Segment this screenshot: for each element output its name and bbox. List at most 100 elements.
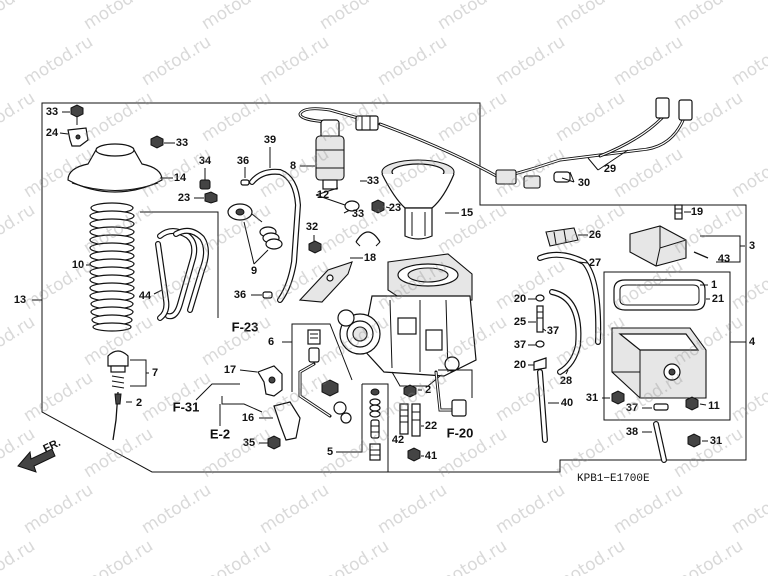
callout-15: 15 bbox=[461, 207, 473, 219]
sensor-8 bbox=[298, 107, 502, 190]
callout-25: 25 bbox=[514, 316, 526, 328]
choke-valve-3 bbox=[629, 225, 745, 267]
callout-36: 36 bbox=[234, 289, 246, 301]
wire-connector-f20 bbox=[434, 369, 473, 417]
callout-12: 12 bbox=[317, 189, 329, 201]
callout-34: 34 bbox=[199, 155, 212, 167]
part-34 bbox=[199, 168, 211, 190]
callout-17: 17 bbox=[224, 364, 236, 376]
callout-14: 14 bbox=[174, 172, 187, 184]
callout-13: 13 bbox=[14, 294, 26, 306]
callout-31: 31 bbox=[710, 435, 722, 447]
reference-f23: F-23 bbox=[232, 320, 259, 335]
callout-5: 5 bbox=[327, 446, 333, 458]
callout-6: 6 bbox=[268, 336, 274, 348]
bolt-33-cap bbox=[150, 135, 175, 149]
callout-20: 20 bbox=[514, 293, 526, 305]
reference-f20: F-20 bbox=[447, 426, 474, 441]
callout-37: 37 bbox=[547, 325, 559, 337]
throttle-cable-parts bbox=[298, 329, 352, 424]
callout-29: 29 bbox=[604, 163, 616, 175]
hose-40 bbox=[537, 369, 559, 443]
jet-needle-2 bbox=[112, 391, 132, 441]
callout-23: 23 bbox=[178, 192, 190, 204]
part-16 bbox=[221, 396, 301, 441]
screw-32 bbox=[308, 235, 322, 254]
callout-19: 19 bbox=[691, 206, 703, 218]
small-parts-33-23 bbox=[343, 180, 391, 214]
callout-2: 2 bbox=[425, 384, 431, 396]
pin-36-top bbox=[240, 167, 250, 186]
callout-7: 7 bbox=[152, 367, 158, 379]
callout-18: 18 bbox=[364, 252, 376, 264]
wiring-harness-29 bbox=[480, 97, 693, 206]
callout-35: 35 bbox=[243, 437, 255, 449]
callout-3: 3 bbox=[749, 240, 755, 252]
diagram-frame bbox=[32, 102, 747, 473]
callout-30: 30 bbox=[578, 177, 590, 189]
choke-part-9 bbox=[227, 203, 283, 265]
reference-f31: F-31 bbox=[173, 400, 200, 415]
clip-26 bbox=[545, 227, 588, 247]
callout-38: 38 bbox=[626, 426, 638, 438]
small-parts-20-25-37 bbox=[528, 294, 547, 371]
screw-35 bbox=[259, 435, 281, 450]
diaphragm-15 bbox=[381, 159, 459, 240]
callout-43: 43 bbox=[718, 253, 730, 265]
callout-37: 37 bbox=[514, 339, 526, 351]
carburetor-body bbox=[337, 253, 477, 387]
callout-33: 33 bbox=[352, 208, 364, 220]
bracket-12 bbox=[315, 187, 346, 206]
group-5-small-parts bbox=[336, 383, 389, 472]
callout-11: 11 bbox=[708, 400, 720, 412]
callout-27: 27 bbox=[589, 257, 601, 269]
callout-9: 9 bbox=[251, 265, 257, 277]
hose-44 bbox=[153, 227, 209, 321]
callout-24: 24 bbox=[46, 127, 59, 139]
callout-37: 37 bbox=[626, 402, 638, 414]
reference-e2: E-2 bbox=[210, 427, 230, 442]
callout-21: 21 bbox=[712, 293, 724, 305]
callout-40: 40 bbox=[561, 397, 573, 409]
bracket-18 bbox=[298, 257, 363, 303]
bracket-24 bbox=[59, 127, 89, 147]
group-f23-bracket bbox=[140, 211, 219, 318]
part-23-left bbox=[194, 191, 218, 204]
callout-44: 44 bbox=[139, 290, 152, 302]
bolt-33-top bbox=[62, 104, 84, 125]
spring-10 bbox=[86, 202, 135, 332]
callout-1: 1 bbox=[711, 279, 717, 291]
callout-36: 36 bbox=[237, 155, 249, 167]
callout-labels: 33 24 33 14 34 23 36 39 8 12 33 33 23 15… bbox=[14, 106, 756, 485]
callout-4: 4 bbox=[749, 336, 756, 348]
float-bowl-4 bbox=[611, 327, 707, 399]
needle-holder-7 bbox=[107, 350, 149, 389]
callout-32: 32 bbox=[306, 221, 318, 233]
callout-42: 42 bbox=[392, 434, 404, 446]
gasket-21 bbox=[613, 279, 710, 311]
callout-33: 33 bbox=[367, 175, 379, 187]
group-6-bracket bbox=[282, 323, 353, 392]
callout-16: 16 bbox=[242, 412, 254, 424]
ref-arrows-left bbox=[195, 383, 240, 426]
screw-19 bbox=[674, 204, 691, 220]
hose-27 bbox=[537, 251, 602, 345]
clip-part bbox=[355, 231, 381, 247]
hose-28 bbox=[549, 289, 582, 375]
elbow-17 bbox=[239, 365, 283, 397]
pin-36-mid bbox=[251, 291, 273, 299]
hose-39 bbox=[249, 147, 302, 303]
callout-28: 28 bbox=[560, 375, 572, 387]
float-bowl-group-box bbox=[603, 271, 731, 421]
callout-33: 33 bbox=[176, 137, 188, 149]
diagram-code: KPB1−E1700E bbox=[577, 473, 650, 485]
jet-parts-2-42-22-41 bbox=[399, 384, 424, 462]
callout-22: 22 bbox=[425, 420, 437, 432]
callout-39: 39 bbox=[264, 134, 276, 146]
callout-41: 41 bbox=[425, 450, 437, 462]
top-cap-14 bbox=[67, 143, 173, 193]
screws-31-37-11-38 bbox=[602, 390, 708, 463]
callout-10: 10 bbox=[72, 259, 84, 271]
callout-31: 31 bbox=[586, 392, 598, 404]
